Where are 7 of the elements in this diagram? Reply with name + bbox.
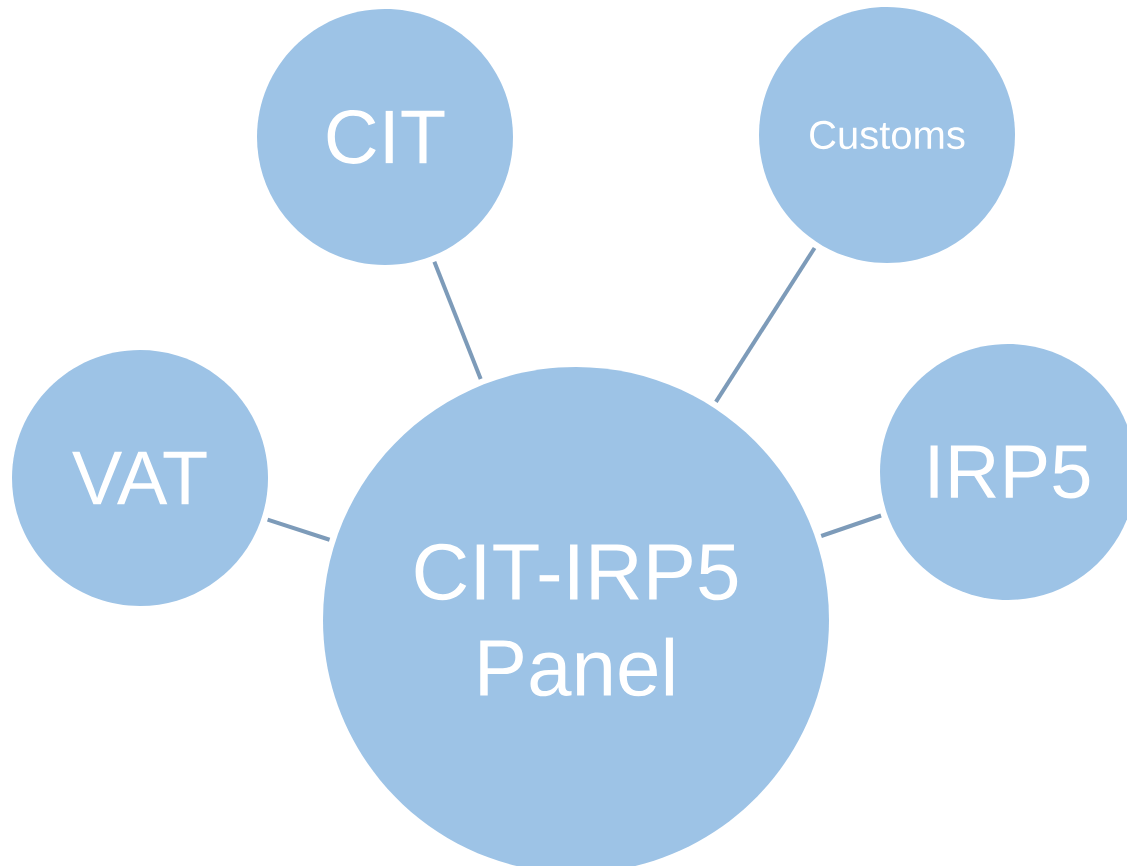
circle-node: Customs	[759, 7, 1015, 263]
connector-line	[820, 513, 882, 538]
connector-line	[432, 261, 483, 380]
connector-line	[267, 517, 331, 542]
circle-node: VAT	[12, 350, 268, 606]
connector-line	[714, 246, 817, 403]
circle-node: CIT	[257, 9, 513, 265]
